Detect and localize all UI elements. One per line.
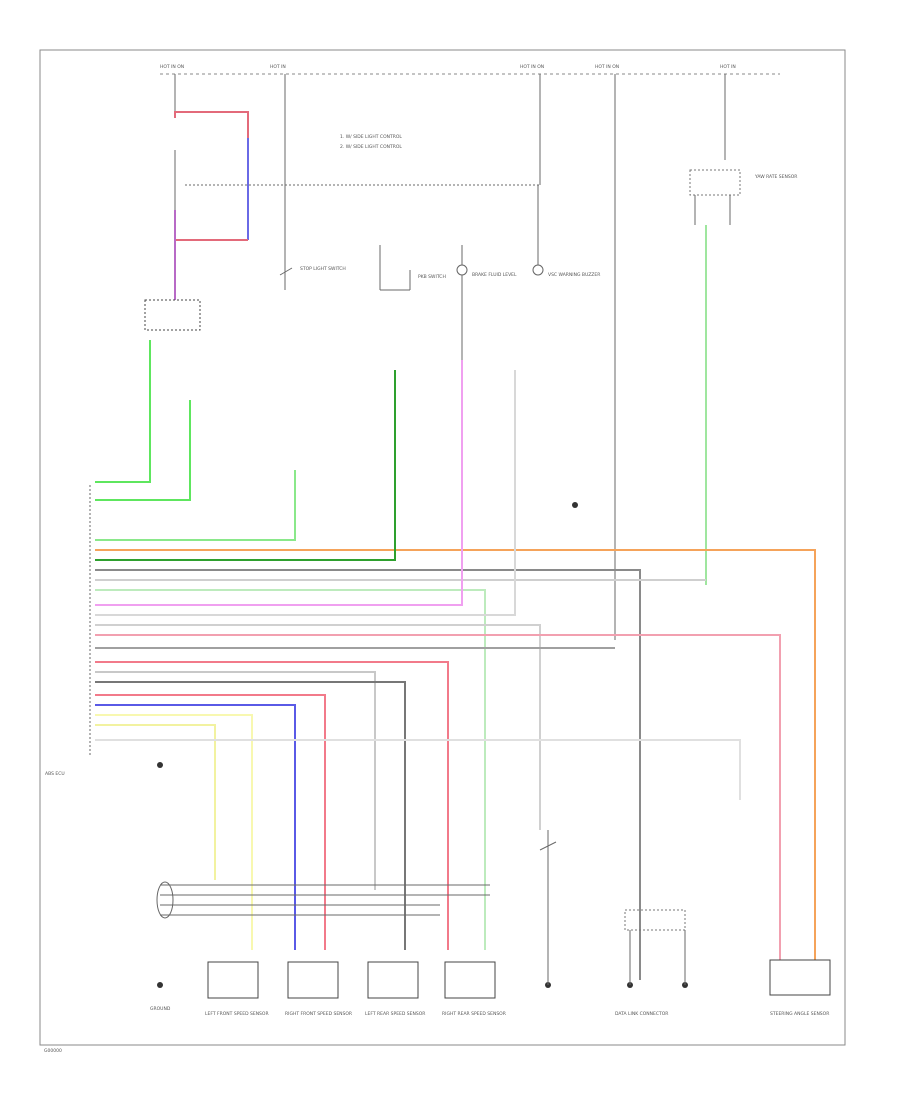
abs-ecu-label: ABS ECU [45,771,65,777]
steering-sensor: STEERING ANGLE SENSOR [769,959,831,1017]
relay-box [144,299,201,331]
note-1: 1. W/ SIDE LIGHT CONTROL [340,134,402,140]
ground-5 [572,502,578,508]
speed-sensor-lr [367,961,419,999]
pkb-switch: PKB SWITCH [379,245,446,291]
note-2: 2. W/ SIDE LIGHT CONTROL [340,144,402,150]
vsc-buzzer: VSC WARNING BUZZER [532,185,600,278]
top-label-5: HOT IN [720,64,736,70]
abs-ecu: ABS ECU [45,485,91,777]
ground-label: GROUND [150,1006,171,1012]
steering-sensor-label: STEERING ANGLE SENSOR [770,1011,829,1017]
speed-sensor-rf [287,961,339,999]
stop-light-loop [174,111,249,300]
dlc-label: DATA LINK CONNECTOR [615,1011,668,1017]
speed-sensor-lf-label: LEFT FRONT SPEED SENSOR [205,1011,269,1017]
top-label-4: HOT IN ON [595,64,619,70]
top-label-2: HOT IN [270,64,286,70]
shield-bundle [156,881,490,919]
figure-id: G00000 [44,1048,62,1054]
ground-6 [157,762,163,768]
speed-sensors: LEFT FRONT SPEED SENSOR RIGHT FRONT SPEE… [205,961,506,1017]
stop-light-switch-label: STOP LIGHT SWITCH [300,266,346,272]
harness-wires [95,360,816,980]
speed-sensor-rr-label: RIGHT REAR SPEED SENSOR [442,1011,506,1017]
yaw-rate-sensor: YAW RATE SENSOR [689,169,797,585]
brake-fluid-switch-label: BRAKE FLUID LEVEL [472,272,517,278]
right-side-parts: DATA LINK CONNECTOR [539,830,686,1017]
speed-sensor-lf [207,961,259,999]
speed-sensor-lr-label: LEFT REAR SPEED SENSOR [365,1011,425,1017]
top-label-1: HOT IN ON [160,64,184,70]
diagram-frame [39,49,846,1046]
fuse-drops [174,74,726,640]
vsc-buzzer-label: VSC WARNING BUZZER [548,272,600,278]
pkb-switch-label: PKB SWITCH [418,274,446,280]
speed-sensor-rr [444,961,496,999]
stop-light-switch: STOP LIGHT SWITCH [279,250,346,290]
yaw-rate-sensor-label: YAW RATE SENSOR [754,174,797,180]
brake-fluid-switch: BRAKE FLUID LEVEL [456,245,517,360]
top-label-3: HOT IN ON [520,64,544,70]
speed-sensor-rf-label: RIGHT FRONT SPEED SENSOR [285,1011,352,1017]
ground-1 [157,982,163,988]
grounds: GROUND [150,502,688,1012]
green-wires-left [95,340,296,541]
